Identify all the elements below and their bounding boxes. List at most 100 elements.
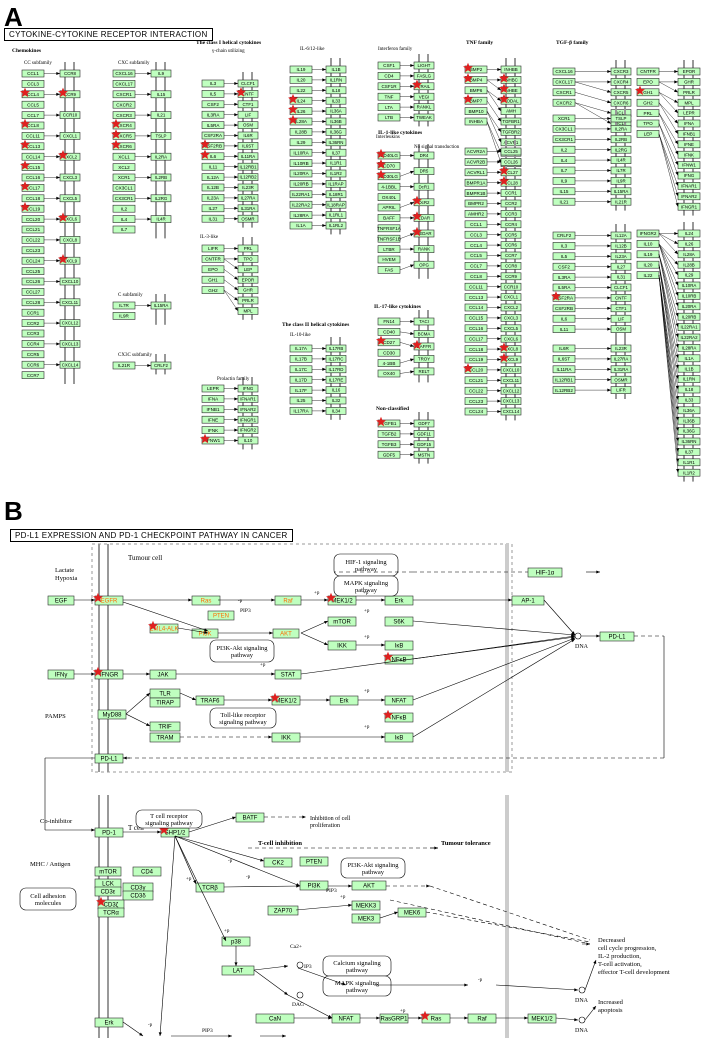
gene-box-mek3[interactable]	[351, 913, 381, 924]
gene-box-cx3cl1[interactable]	[112, 184, 136, 192]
gene-box-ccl19[interactable]	[21, 204, 45, 213]
gene-box-eml4-alk[interactable]	[149, 623, 179, 634]
gene-box-ras[interactable]	[421, 1013, 451, 1024]
gene-box-cxcr6[interactable]	[112, 142, 136, 151]
gene-box-akt[interactable]	[351, 880, 387, 891]
gene-box-i-b[interactable]	[384, 732, 414, 743]
gene-label: TPO	[643, 121, 653, 126]
gene-box-tnfrsf1a[interactable]	[377, 224, 401, 233]
pathway-link-mapk-signaling-pathway[interactable]	[322, 975, 392, 997]
gene-box-tcr[interactable]	[195, 882, 225, 893]
gene-box-hvem[interactable]	[377, 255, 401, 264]
gene-box-ccl13[interactable]	[21, 142, 45, 151]
gene-box-ccr1[interactable]	[21, 308, 45, 317]
gene-box-hif-1[interactable]	[527, 567, 563, 578]
gene-label: IL32	[332, 398, 341, 403]
gene-box-tcr[interactable]	[97, 907, 125, 918]
gene-box-mek6[interactable]	[397, 907, 427, 918]
arrowhead	[322, 78, 326, 82]
gene-box-ras[interactable]	[191, 595, 221, 606]
gene-box-cxcl17[interactable]	[112, 80, 136, 88]
gene-box-mekk3[interactable]	[351, 900, 381, 911]
gene-box-erk[interactable]	[329, 695, 359, 706]
gene-box-can[interactable]	[255, 1013, 295, 1024]
gene-box-il9r[interactable]	[112, 312, 136, 320]
gene-box-cd70[interactable]	[377, 162, 401, 170]
gene-box-akt[interactable]	[272, 628, 300, 639]
gene-box-cd4[interactable]	[132, 866, 162, 877]
gene-box-ccl25[interactable]	[21, 267, 45, 275]
gene-box-ccl17[interactable]	[21, 184, 45, 192]
gene-box-egfr[interactable]	[94, 595, 124, 606]
gene-box-traf6[interactable]	[195, 695, 225, 706]
gene-box-cxcr2[interactable]	[112, 100, 136, 109]
gene-box-pten[interactable]	[207, 610, 235, 621]
gene-box-nf-b[interactable]	[384, 654, 414, 665]
gene-box-s6k[interactable]	[384, 616, 414, 627]
gene-box-ifn[interactable]	[47, 669, 75, 680]
gene-box-tirap[interactable]	[149, 697, 181, 708]
gene-box-ccl3[interactable]	[21, 80, 45, 88]
gene-box-ccl15[interactable]	[21, 163, 45, 171]
gene-box-i-b[interactable]	[384, 640, 414, 651]
gene-box-egf[interactable]	[47, 595, 75, 606]
gene-box-ox40l[interactable]	[377, 193, 401, 201]
pathway-link-pi3k-akt-signaling-pathway[interactable]	[340, 857, 406, 879]
gene-box-pi3k[interactable]	[299, 880, 329, 891]
gene-box-ikk[interactable]	[271, 732, 301, 743]
gene-box-mek1-2[interactable]	[271, 695, 301, 706]
gene-box-jak[interactable]	[149, 669, 177, 680]
gene-box-ap-1[interactable]	[511, 595, 545, 606]
gene-box-cd30[interactable]	[377, 348, 401, 357]
gene-label: CCL19	[469, 357, 484, 362]
gene-box-mek1-2[interactable]	[527, 1013, 557, 1024]
gene-box-nfat[interactable]	[331, 1013, 361, 1024]
gene-box-ifngr[interactable]	[94, 669, 124, 680]
pathway-link-mapk-signaling-pathway[interactable]	[333, 575, 399, 597]
gene-box-mtor[interactable]	[327, 616, 357, 627]
gene-box-erk[interactable]	[94, 1017, 124, 1028]
gene-box-raf[interactable]	[467, 1013, 497, 1024]
gene-box-batf[interactable]	[235, 812, 265, 823]
pathway-link-t-cell-receptor-signaling-pathway[interactable]	[135, 809, 203, 829]
gene-box-ccl21[interactable]	[21, 225, 45, 234]
gene-box-ccl8[interactable]	[21, 121, 45, 130]
gene-box-il2[interactable]	[112, 204, 136, 213]
pathway-link-cell-adhesion-molecules[interactable]	[19, 887, 77, 911]
gene-box-ccl5[interactable]	[21, 100, 45, 109]
gene-box-mtor[interactable]	[94, 866, 122, 877]
gene-box-zap70[interactable]	[267, 905, 299, 916]
gene-label: CXCL17	[115, 82, 133, 87]
gene-box-ck2[interactable]	[263, 857, 293, 868]
gene-box-il7[interactable]	[112, 225, 136, 234]
star-icon	[412, 226, 422, 237]
label-p: -p	[228, 859, 233, 864]
pathway-link-toll-like-receptor-signaling-pathway[interactable]	[209, 707, 277, 729]
gene-box-cxcr4[interactable]	[112, 121, 136, 130]
gene-box-ccr5[interactable]	[21, 350, 45, 359]
gene-box-cd3[interactable]	[94, 886, 122, 897]
gene-box-lat[interactable]	[221, 965, 255, 976]
gene-box-pd-l1[interactable]	[94, 753, 124, 764]
gene-label: CXCL3	[504, 315, 519, 320]
gene-box-ccl27[interactable]	[21, 288, 45, 296]
gene-box-raf[interactable]	[274, 595, 302, 606]
gene-box-stat[interactable]	[274, 669, 302, 680]
gene-box-pd-l1[interactable]	[599, 631, 635, 642]
gene-box-rasgrp1[interactable]	[379, 1013, 409, 1024]
gene-box-nf-b[interactable]	[384, 712, 414, 723]
gene-box-xcl2[interactable]	[112, 163, 136, 171]
gene-box-ikk[interactable]	[327, 640, 357, 651]
gene-box-ccl23[interactable]	[21, 246, 45, 255]
pathway-link-pi3k-akt-signaling-pathway[interactable]	[209, 639, 275, 663]
gene-box-erk[interactable]	[384, 595, 414, 606]
gene-box-ccr3[interactable]	[21, 329, 45, 338]
gene-box-nfat[interactable]	[384, 695, 414, 706]
gene-box-cd3[interactable]	[122, 890, 154, 901]
gene-box-ccr7[interactable]	[21, 371, 45, 379]
gene-box-trif[interactable]	[149, 721, 181, 732]
gene-box-pd-1[interactable]	[94, 827, 124, 838]
gene-box-myd88[interactable]	[97, 709, 127, 720]
gene-box-pten[interactable]	[299, 856, 329, 867]
gene-box-tram[interactable]	[149, 732, 181, 743]
